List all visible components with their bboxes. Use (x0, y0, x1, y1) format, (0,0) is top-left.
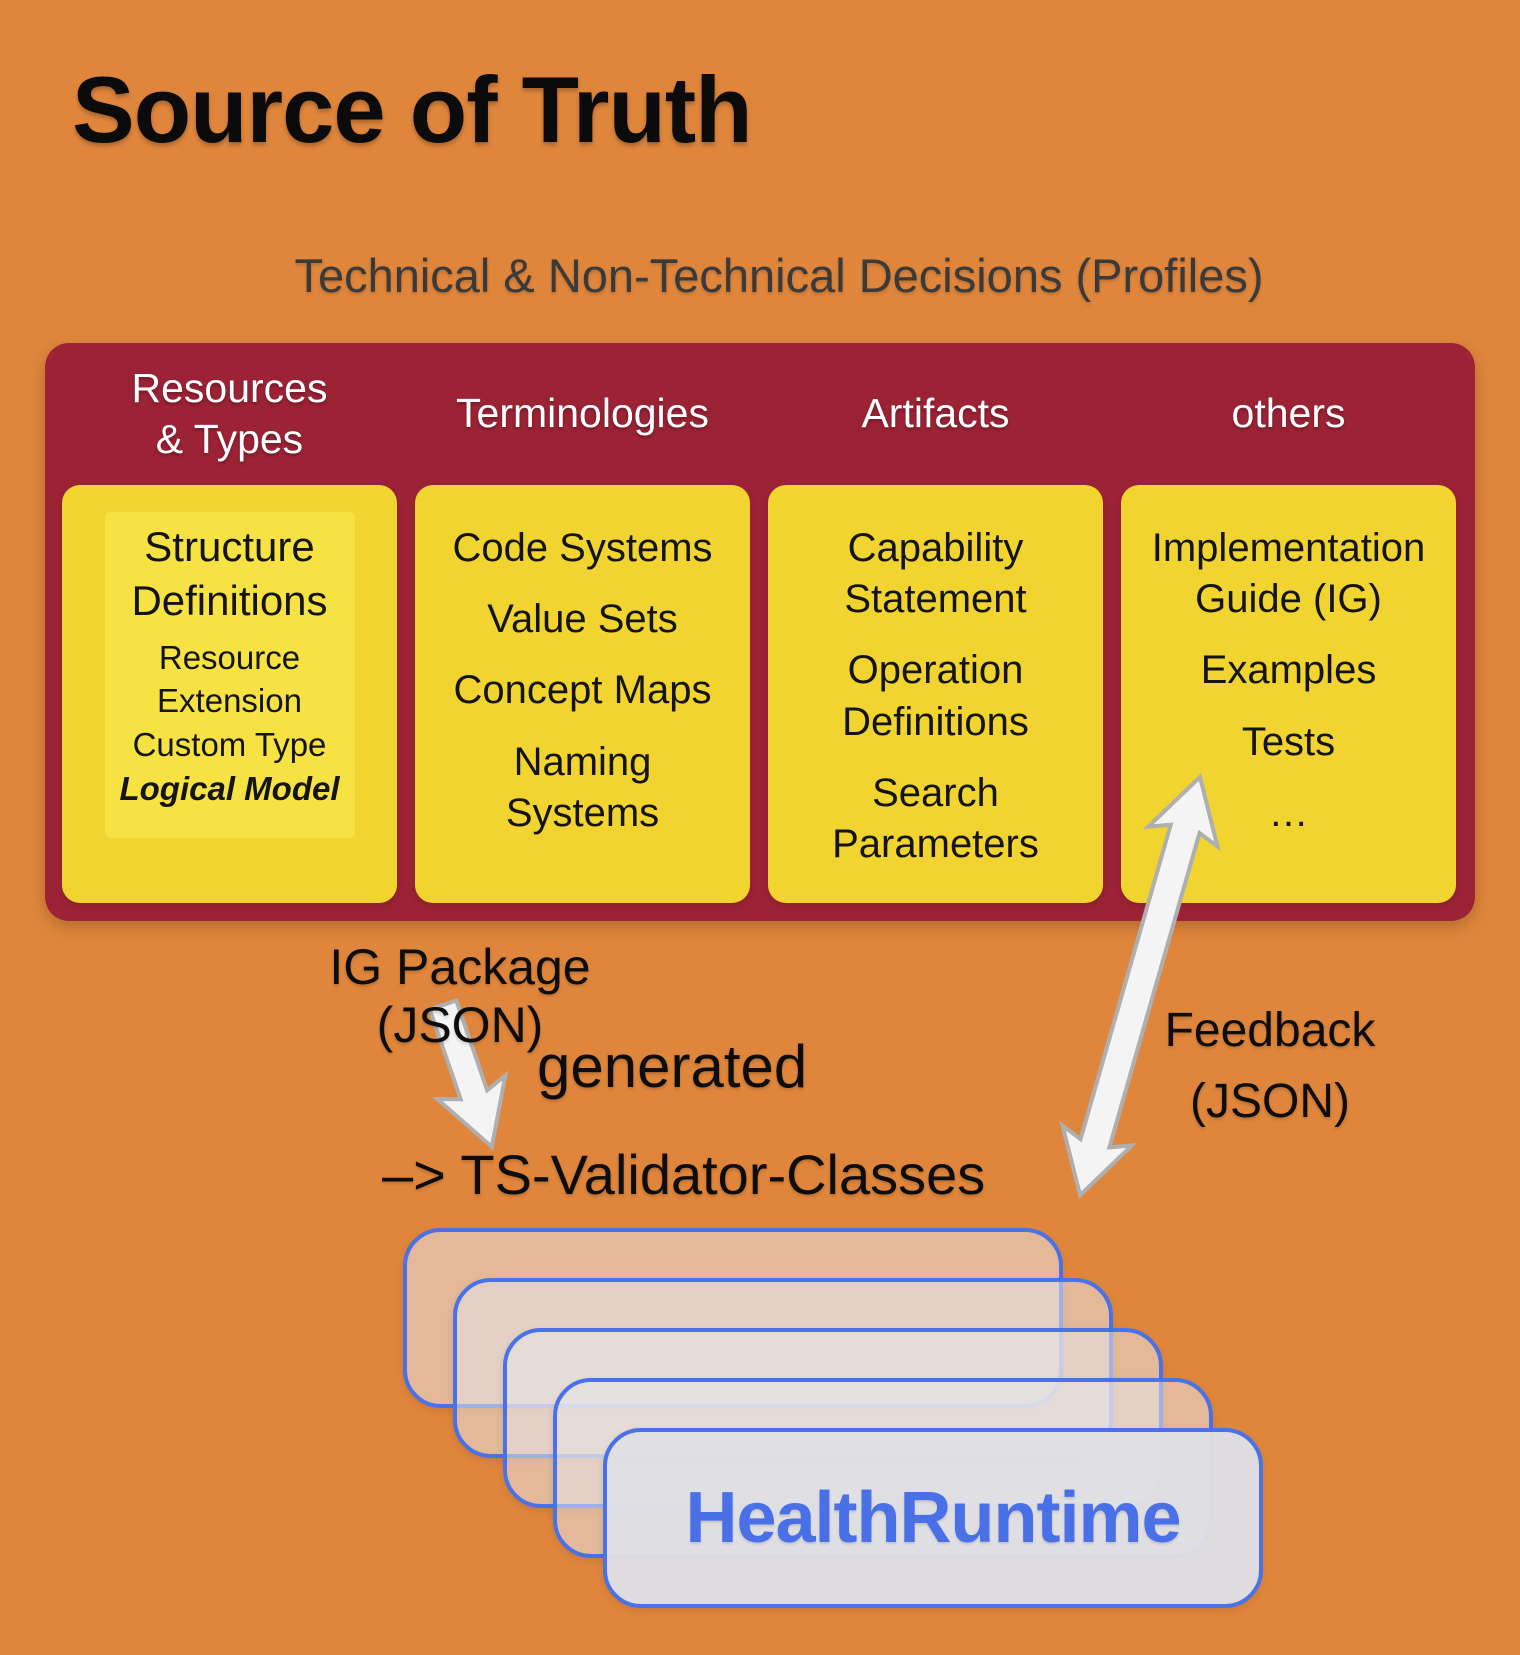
terminologies-card: Code Systems Value Sets Concept Maps Nam… (415, 485, 750, 903)
column-header-terminologies: Terminologies (456, 390, 709, 437)
panel-header-row: Resources & Types Terminologies Artifact… (45, 343, 1475, 485)
runtime-card-front: HealthRuntime (603, 1428, 1263, 1608)
panel-columns-row: Structure Definitions Resource Extension… (45, 485, 1475, 903)
logical-model-label: Logical Model (119, 770, 340, 808)
column-item: … (1268, 790, 1309, 835)
column-item: Implementation Guide (IG) (1151, 526, 1426, 622)
feedback-label: Feedback (JSON) (1164, 1004, 1376, 1129)
artifacts-card: Capability Statement Operation Definitio… (768, 485, 1103, 903)
subtitle: Technical & Non-Technical Decisions (Pro… (294, 249, 1264, 302)
health-runtime-label: HealthRuntime (685, 1478, 1181, 1558)
column-item: Naming Systems (505, 739, 660, 835)
column-item: Examples (1200, 648, 1377, 693)
column-item: Value Sets (487, 597, 678, 642)
decisions-panel: Resources & Types Terminologies Artifact… (45, 343, 1475, 921)
column-item: Code Systems (452, 526, 713, 570)
column-item: Tests (1241, 719, 1336, 764)
column-header-others: others (1231, 390, 1346, 437)
column-header-resources-types: Resources & Types (131, 364, 328, 462)
ts-validator-label: –> TS-Validator-Classes (382, 1143, 986, 1206)
resources-types-card: Structure Definitions Resource Extension… (62, 485, 397, 903)
slide-title: Source of Truth (72, 57, 753, 162)
generated-label: generated (537, 1033, 808, 1100)
resource-label: Resource (158, 638, 301, 676)
structure-definitions-label: Structure Definitions (131, 523, 328, 624)
column-item: Concept Maps (453, 668, 712, 713)
column-item: Search Parameters (832, 770, 1039, 866)
column-item: Operation Definitions (842, 648, 1029, 744)
column-header-artifacts: Artifacts (861, 390, 1010, 437)
structure-definitions-box: Structure Definitions Resource Extension… (104, 512, 355, 838)
custom-type-label: Custom Type (132, 726, 327, 764)
column-item: Capability Statement (844, 526, 1027, 622)
extension-label: Extension (157, 682, 302, 720)
